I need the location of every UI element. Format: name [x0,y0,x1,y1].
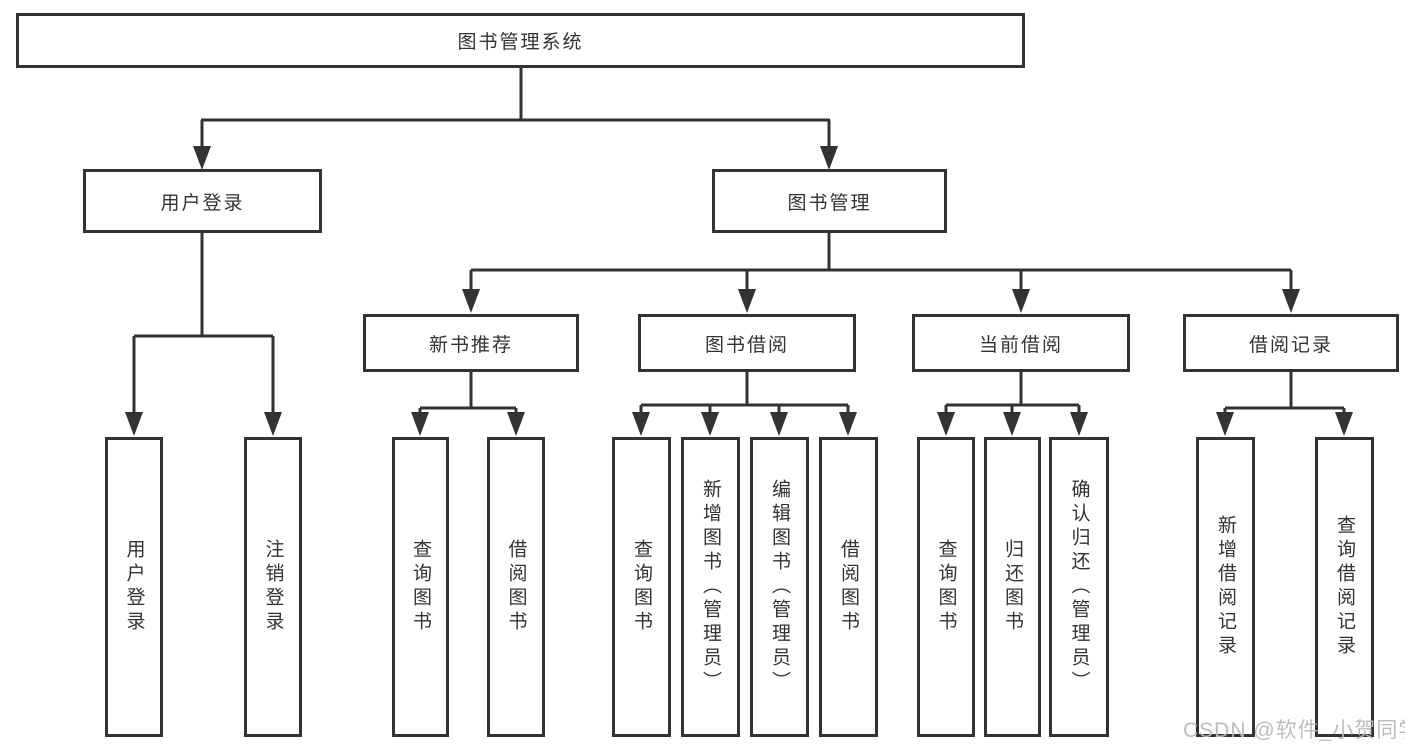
arrowhead [937,412,955,436]
connector-book-mgmt-branch [469,233,1293,292]
arrowhead [1282,289,1300,313]
node-leaf-bb-query-books: 查询图书 [612,437,671,737]
arrowhead [1012,289,1030,313]
leaf-label: 确认归还（管理员） [1068,479,1090,695]
node-leaf-cb-confirm-return: 确认归还（管理员） [1049,437,1109,737]
node-book-borrow: 图书借阅 [638,314,856,372]
node-leaf-br-add-record: 新增借阅记录 [1196,437,1255,737]
leaf-label: 借阅图书 [505,539,527,635]
leaf-label: 查询图书 [410,539,431,635]
node-leaf-logout: 注销登录 [244,437,302,737]
leaf-label: 查询借阅记录 [1334,515,1355,659]
node-borrow-records: 借阅记录 [1183,314,1399,372]
node-new-book-rec: 新书推荐 [363,314,579,372]
arrowhead [507,412,525,436]
node-leaf-nb-borrow-books: 借阅图书 [487,437,545,737]
arrowhead [1216,412,1234,436]
arrowhead [701,412,719,436]
node-leaf-bb-edit-books: 编辑图书（管理员） [750,437,809,737]
leaf-label: 新增借阅记录 [1215,515,1236,659]
node-root: 图书管理系统 [16,13,1025,68]
node-leaf-br-query-record: 查询借阅记录 [1315,437,1374,737]
node-leaf-bb-borrow-books: 借阅图书 [819,437,878,737]
node-leaf-cb-return-books: 归还图书 [984,437,1041,737]
connector-new-book-branch [418,372,518,416]
csdn-watermark: CSDN @软件_小贺同学 [1183,719,1405,742]
arrowhead [1070,412,1088,436]
leaf-label: 编辑图书（管理员） [769,479,790,695]
node-book-borrow-label: 图书借阅 [704,334,789,356]
node-root-label: 图书管理系统 [457,32,584,53]
arrowhead [738,289,756,313]
node-leaf-nb-query-books: 查询图书 [392,437,449,737]
node-book-mgmt-label: 图书管理 [787,192,872,214]
node-current-borrow-label: 当前借阅 [978,334,1063,356]
connector-root-branch [200,68,831,150]
arrowhead [632,412,650,436]
node-current-borrow: 当前借阅 [912,314,1130,372]
arrowhead [1335,412,1353,436]
node-leaf-cb-query-books: 查询图书 [917,437,975,737]
arrowhead [125,412,143,436]
arrowhead [264,412,282,436]
arrowhead [193,146,211,170]
connector-current-borrow-branch [944,372,1081,416]
connector-borrow-records-branch [1223,372,1346,416]
node-book-mgmt: 图书管理 [712,169,947,233]
arrowhead [839,412,857,436]
leaf-label: 注销登录 [262,539,284,635]
arrowhead [770,412,788,436]
leaf-label: 新增图书（管理员） [700,479,721,695]
leaf-label: 归还图书 [1002,539,1023,635]
leaf-label: 借阅图书 [838,539,859,635]
leaf-label: 查询图书 [935,539,957,635]
leaf-label: 查询图书 [631,539,652,635]
connector-user-login-branch [132,233,275,416]
arrowhead [411,412,429,436]
connector-book-borrow-branch [639,372,850,416]
node-leaf-bb-add-books: 新增图书（管理员） [681,437,740,737]
node-leaf-user-login: 用户登录 [105,437,163,737]
node-new-book-rec-label: 新书推荐 [428,334,513,356]
arrowhead [820,146,838,170]
leaf-label: 用户登录 [123,539,145,635]
arrowhead [462,289,480,313]
arrowhead [1003,412,1021,436]
node-borrow-records-label: 借阅记录 [1248,334,1333,356]
node-user-login: 用户登录 [83,169,322,233]
node-user-login-label: 用户登录 [160,192,245,214]
